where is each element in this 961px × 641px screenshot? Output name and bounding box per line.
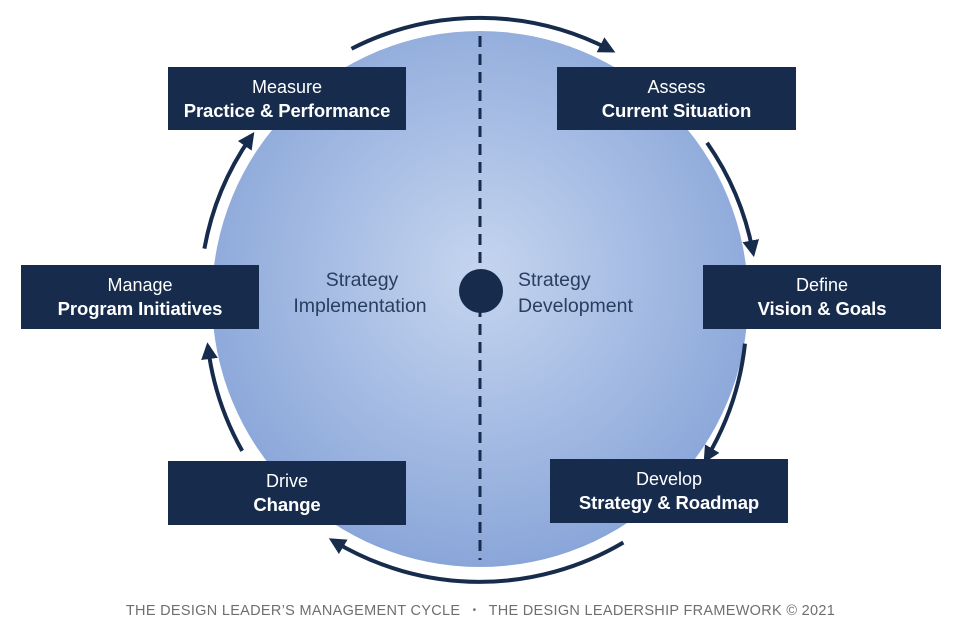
arrow-drive-to-manage [201, 342, 244, 452]
step-measure-title: Measure [251, 76, 323, 97]
label-strategy-development: Strategy Development [518, 267, 678, 319]
footer-caption: THE DESIGN LEADER’S MANAGEMENT CYCLE • T… [0, 603, 961, 619]
label-implementation-line2: Implementation [293, 295, 427, 317]
arrow-bottom [328, 538, 625, 584]
label-development-line2: Development [518, 295, 633, 317]
step-assess-title: Assess [647, 76, 706, 97]
center-dot [459, 269, 503, 313]
step-drive: Drive Change [168, 461, 406, 525]
footer-left: THE DESIGN LEADER’S MANAGEMENT CYCLE [125, 603, 461, 619]
step-manage: Manage Program Initiatives [21, 265, 259, 329]
step-manage-title: Manage [107, 275, 173, 295]
arrow-assess-to-define [705, 141, 760, 258]
step-define-title: Define [795, 275, 849, 295]
step-assess-subtitle: Current Situation [601, 99, 752, 121]
step-develop-subtitle: Strategy & Roadmap [578, 492, 760, 513]
step-develop: Develop Strategy & Roadmap [550, 459, 788, 523]
arrow-top [350, 15, 616, 53]
step-manage-subtitle: Program Initiatives [57, 298, 223, 319]
step-develop-title: Develop [635, 469, 703, 489]
step-define-subtitle: Vision & Goals [757, 298, 887, 319]
label-development-line1: Strategy [518, 269, 591, 291]
footer-separator: • [472, 605, 477, 616]
label-strategy-implementation: Strategy Implementation [270, 267, 450, 319]
step-measure-subtitle: Practice & Performance [183, 99, 391, 121]
step-assess: Assess Current Situation [557, 67, 796, 130]
arrow-define-to-develop [703, 343, 747, 464]
step-drive-title: Drive [265, 471, 308, 491]
step-define: Define Vision & Goals [703, 265, 941, 329]
step-drive-subtitle: Change [253, 494, 321, 515]
arrow-manage-to-measure [202, 132, 255, 249]
step-measure: Measure Practice & Performance [168, 67, 406, 130]
footer-right: THE DESIGN LEADERSHIP FRAMEWORK © 2021 [488, 603, 836, 619]
label-implementation-line1: Strategy [325, 269, 399, 291]
